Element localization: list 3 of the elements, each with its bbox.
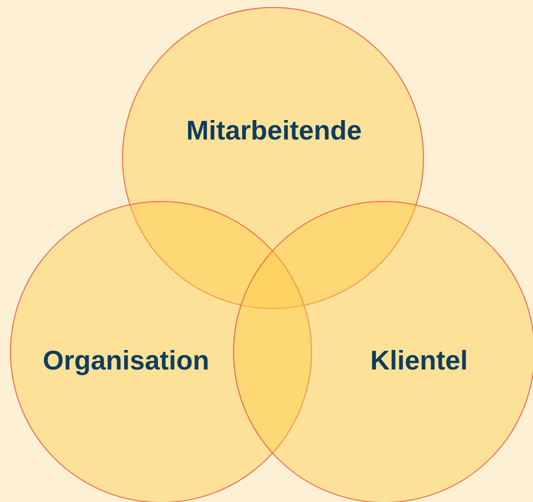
circle-label: Organisation — [42, 346, 210, 376]
circle-label: Mitarbeitende — [186, 116, 362, 146]
circle-label: Klientel — [370, 346, 468, 376]
